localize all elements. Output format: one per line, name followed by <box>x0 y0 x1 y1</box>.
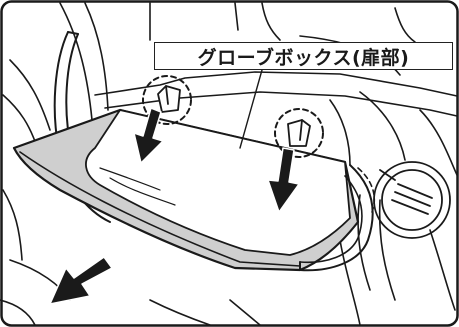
right-hinge-arm <box>299 164 374 272</box>
right-latch-highlight <box>274 108 324 158</box>
down-arrow-icon <box>267 147 300 213</box>
glove-box-inner <box>85 109 351 256</box>
down-arrow-icon <box>133 107 164 164</box>
left-latch-highlight <box>142 75 192 125</box>
glove-box-callout-label: グローブボックス(扉部) <box>154 42 453 70</box>
callout-leader-line <box>239 69 263 149</box>
front-lip <box>19 151 301 267</box>
down-left-arrow-icon <box>49 256 113 305</box>
stop-outline <box>357 167 376 213</box>
vent-knob <box>373 161 451 239</box>
right-latch-tab <box>287 119 311 147</box>
left-latch-tab <box>157 85 181 113</box>
